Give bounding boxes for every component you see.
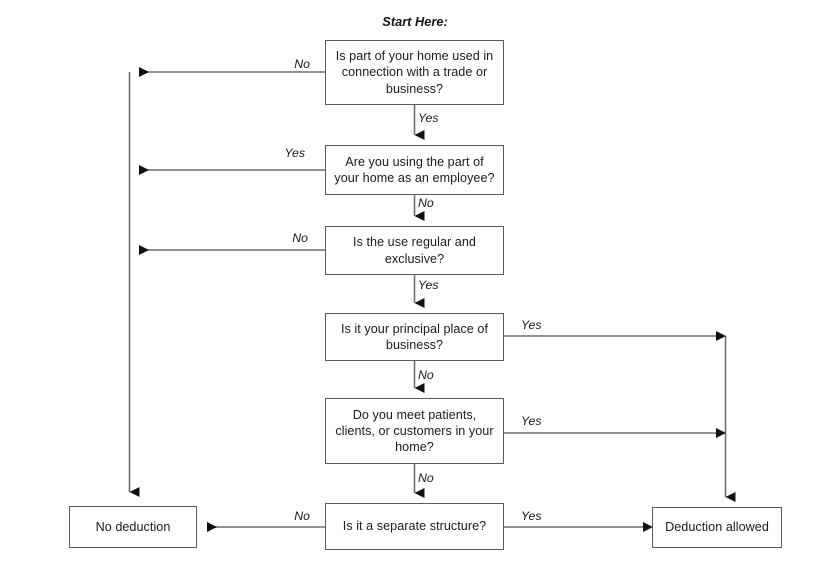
- edge-label-q6-no: No: [294, 509, 310, 523]
- node-q2-label: Are you using the part of your home as a…: [334, 154, 495, 185]
- node-no-deduction[interactable]: No deduction: [69, 506, 197, 548]
- node-q6-separate-structure[interactable]: Is it a separate structure?: [325, 503, 504, 550]
- node-q4-principal-place-of-business[interactable]: Is it your principal place of business?: [325, 313, 504, 361]
- node-q1-is-part-of-home-used-for-business[interactable]: Is part of your home used in connection …: [325, 40, 504, 105]
- edge-label-q2-no: No: [418, 196, 434, 210]
- edge-label-q6-yes: Yes: [521, 509, 542, 523]
- node-deduction-allowed[interactable]: Deduction allowed: [652, 507, 782, 548]
- edge-label-q5-no: No: [418, 471, 434, 485]
- edge-label-q4-yes: Yes: [521, 318, 542, 332]
- node-q3-label: Is the use regular and exclusive?: [353, 235, 476, 266]
- edge-label-q5-yes: Yes: [521, 414, 542, 428]
- node-q3-use-regular-and-exclusive[interactable]: Is the use regular and exclusive?: [325, 226, 504, 275]
- node-q1-label: Is part of your home used in connection …: [335, 49, 494, 96]
- edge-label-q1-no: No: [294, 57, 310, 71]
- edge-label-q3-no: No: [292, 231, 308, 245]
- edge-label-q1-yes: Yes: [418, 111, 439, 125]
- edge-label-q3-yes: Yes: [418, 278, 439, 292]
- start-here-label: Start Here:: [382, 14, 448, 29]
- edge-label-q4-no: No: [418, 368, 434, 382]
- node-no-deduction-label: No deduction: [95, 519, 171, 534]
- node-deduction-allowed-label: Deduction allowed: [665, 520, 769, 535]
- node-q6-label: Is it a separate structure?: [342, 519, 487, 534]
- node-q5-label: Do you meet patients, clients, or custom…: [335, 407, 494, 455]
- node-q4-label: Is it your principal place of business?: [340, 321, 489, 352]
- edge-label-q2-yes: Yes: [284, 146, 305, 160]
- node-q2-using-part-of-home-as-employee[interactable]: Are you using the part of your home as a…: [325, 145, 504, 195]
- node-q5-meet-patients-clients-customers[interactable]: Do you meet patients, clients, or custom…: [325, 398, 504, 464]
